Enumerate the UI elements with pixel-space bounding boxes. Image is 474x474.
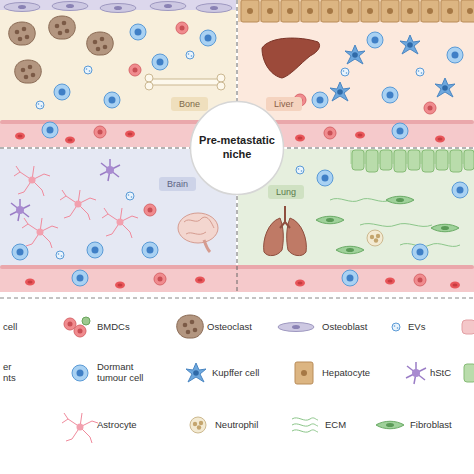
region-label: Lung [268,185,304,199]
legend-label: Astrocyte [97,420,137,431]
region-label: Liver [266,97,302,111]
legend-label: Fibroblast [410,420,452,431]
center-circle: Pre-metastatic niche [189,100,285,196]
region-label: Bone [171,97,208,111]
legend-label: er nts [3,362,20,384]
legend-label: hStC [430,368,451,379]
legend-label: Osteoclast [207,322,252,333]
region-label: Brain [159,177,196,191]
legend-label: Hepatocyte [322,368,370,379]
region-name: Lung [276,187,296,197]
legend-label: cell [3,322,17,333]
region-name: Liver [274,99,294,109]
center-title: Pre-metastatic niche [195,134,279,162]
region-name: Bone [179,99,200,109]
legend-label: ECM [325,420,346,431]
legend-label: Osteoblast [322,322,367,333]
legend-label: Kupffer cell [212,368,259,379]
legend-label: BMDCs [97,322,130,333]
legend-label: EVs [408,322,425,333]
legend-label: Dormant tumour cell [97,362,157,384]
legend-label: Neutrophil [215,420,258,431]
region-name: Brain [167,179,188,189]
